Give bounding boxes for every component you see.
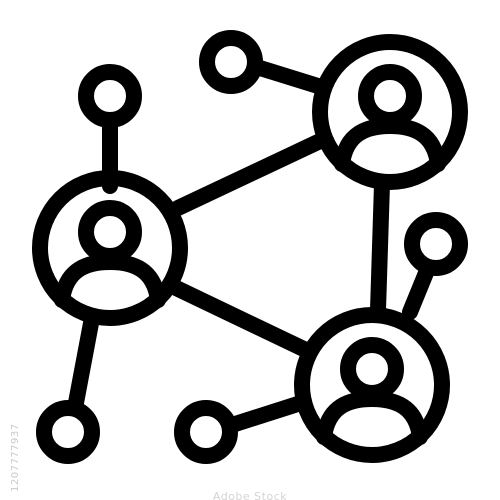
user-circle-right-top: [312, 34, 468, 190]
connection-left-bottom-left: [67, 310, 100, 416]
watermark-image-id: 1207777937: [10, 423, 21, 492]
user-body-icon: [334, 118, 446, 172]
connection-left-bottom-right: [164, 278, 318, 360]
node-bottom-middle: [174, 400, 238, 464]
connection-bottom-right-node: [402, 260, 436, 320]
node-top-left: [78, 64, 142, 128]
connection-topnode-right-top: [252, 60, 326, 94]
connection-right-top-bottom-right: [370, 176, 390, 318]
user-circle-left: [32, 170, 188, 326]
node-top-middle: [199, 30, 263, 94]
user-circle-bottom-right: [294, 307, 450, 463]
user-body-icon: [316, 391, 428, 445]
user-body-icon: [54, 254, 166, 308]
user-head-icon: [358, 64, 422, 128]
node-bottom-left: [36, 400, 100, 464]
node-right: [404, 212, 468, 276]
user-head-icon: [340, 337, 404, 401]
connection-left-right-top: [170, 134, 326, 216]
watermark-brand: Adobe Stock: [212, 490, 288, 500]
connection-bottom-left-node: [224, 394, 312, 433]
user-head-icon: [78, 200, 142, 264]
